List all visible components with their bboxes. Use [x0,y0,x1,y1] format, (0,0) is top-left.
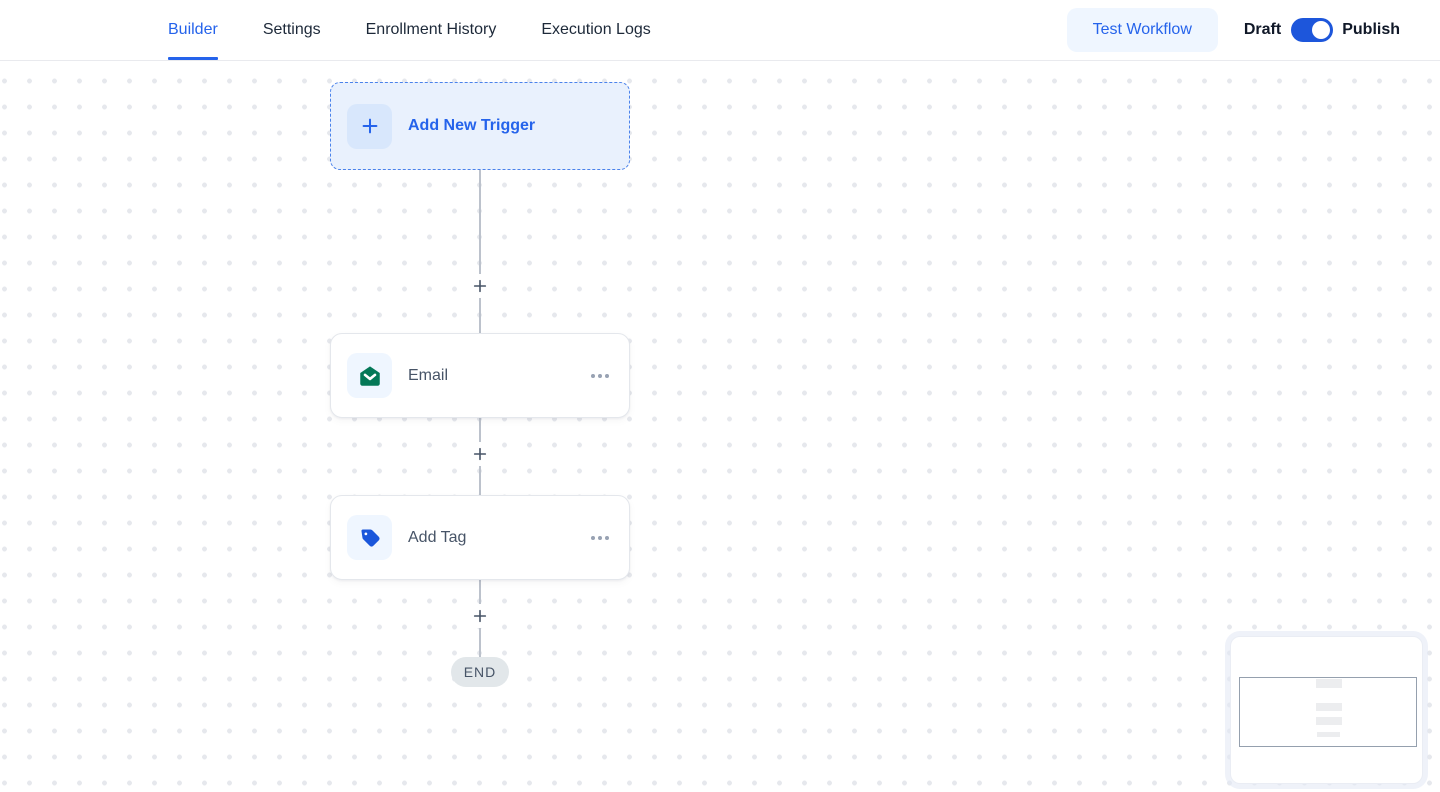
ellipsis-icon[interactable] [589,368,611,384]
node-label: Email [408,366,449,384]
test-workflow-button[interactable]: Test Workflow [1066,8,1218,52]
minimap-node-bar [1316,703,1342,711]
minimap-node-bar [1316,679,1342,688]
tab-execution-logs-label: Execution Logs [541,21,651,38]
minimap[interactable] [1230,636,1423,784]
publish-toggle[interactable] [1291,18,1334,42]
node-label: Add Tag [408,528,467,546]
end-badge: END [451,657,509,687]
tab-builder[interactable]: Builder [168,0,218,60]
tag-icon [347,515,392,560]
header-actions: Test Workflow Draft Publish [1066,8,1400,52]
tab-builder-label: Builder [168,21,218,38]
add-new-trigger-box[interactable]: Add New Trigger [330,82,630,170]
tab-enrollment-history[interactable]: Enrollment History [366,0,497,60]
tab-settings[interactable]: Settings [263,0,321,60]
minimap-viewport[interactable] [1239,677,1417,747]
add-step-button[interactable] [468,442,492,466]
minimap-node-bar [1316,717,1342,725]
node-email[interactable]: Email [330,333,630,418]
top-navbar: Builder Settings Enrollment History Exec… [0,0,1440,61]
tab-execution-logs[interactable]: Execution Logs [541,0,650,60]
ellipsis-icon[interactable] [589,530,611,546]
add-step-button[interactable] [468,604,492,628]
workflow-tabs: Builder Settings Enrollment History Exec… [168,0,651,60]
active-tab-underline [168,57,218,60]
plus-icon [347,103,392,149]
tab-enrollment-history-label: Enrollment History [365,21,497,38]
plus-icon [473,609,487,623]
add-step-button[interactable] [468,274,492,298]
toggle-knob-icon [1312,21,1331,39]
email-envelope-icon [347,353,392,398]
draft-label: Draft [1243,21,1282,38]
trigger-label: Add New Trigger [408,117,536,134]
plus-icon [473,447,487,461]
plus-icon [473,279,487,293]
publish-label: Publish [1342,21,1400,38]
workflow-canvas[interactable]: Add New Trigger Email [0,61,1440,792]
minimap-node-bar [1317,732,1340,737]
tab-settings-label: Settings [262,21,321,38]
node-add-tag[interactable]: Add Tag [330,495,630,580]
